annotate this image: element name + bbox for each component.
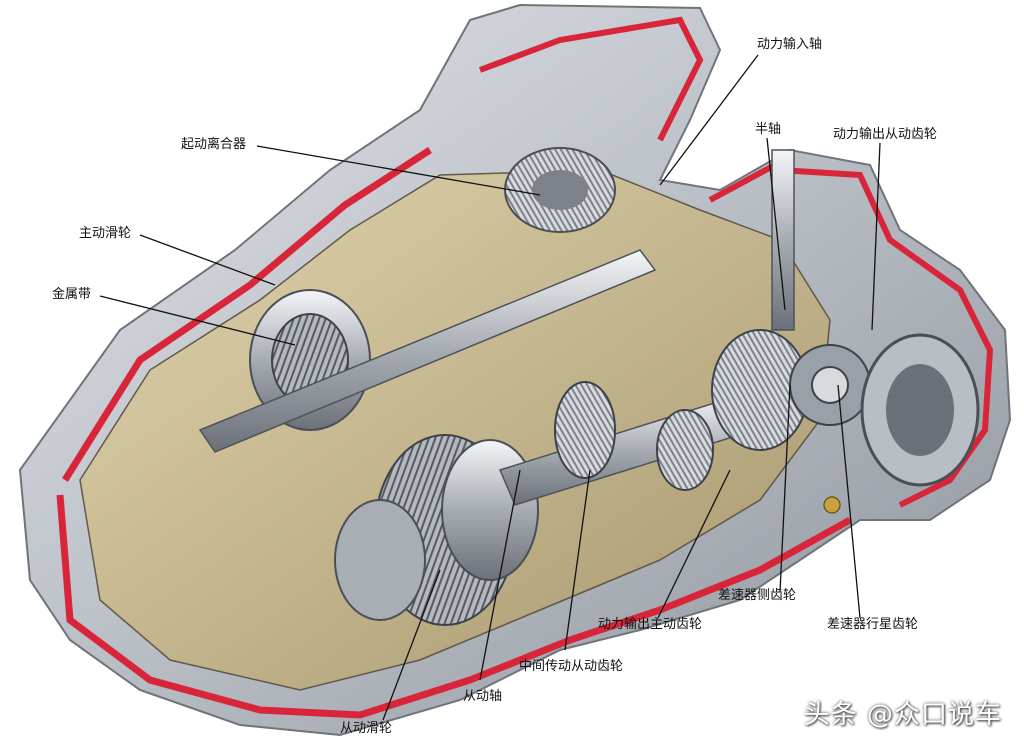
label-power-output-drive-gear: 动力输出主动齿轮 <box>598 617 703 632</box>
label-power-input-shaft: 动力输入轴 <box>757 37 823 52</box>
label-diff-side-gear: 差速器侧齿轮 <box>718 588 797 603</box>
label-drive-pulley: 主动滑轮 <box>79 226 132 241</box>
driven-shaft <box>498 381 757 506</box>
input-shaft <box>198 249 657 453</box>
label-diff-planet-gear: 差速器行星齿轮 <box>827 617 919 632</box>
label-power-output-driven-gear: 动力输出从动齿轮 <box>833 127 938 142</box>
watermark: 头条 @众口说车 <box>803 700 1002 730</box>
start-clutch <box>504 147 616 233</box>
label-start-clutch: 起动离合器 <box>181 137 247 152</box>
label-driven-pulley: 从动滑轮 <box>340 721 393 736</box>
label-driven-shaft: 从动轴 <box>463 689 503 704</box>
half-shaft <box>771 149 795 331</box>
label-metal-belt: 金属带 <box>52 287 92 302</box>
label-half-shaft: 半轴 <box>755 122 782 137</box>
leader-lines <box>99 54 881 721</box>
differential <box>711 329 980 514</box>
label-intermediate-driven-gear: 中间传动从动齿轮 <box>519 659 624 674</box>
